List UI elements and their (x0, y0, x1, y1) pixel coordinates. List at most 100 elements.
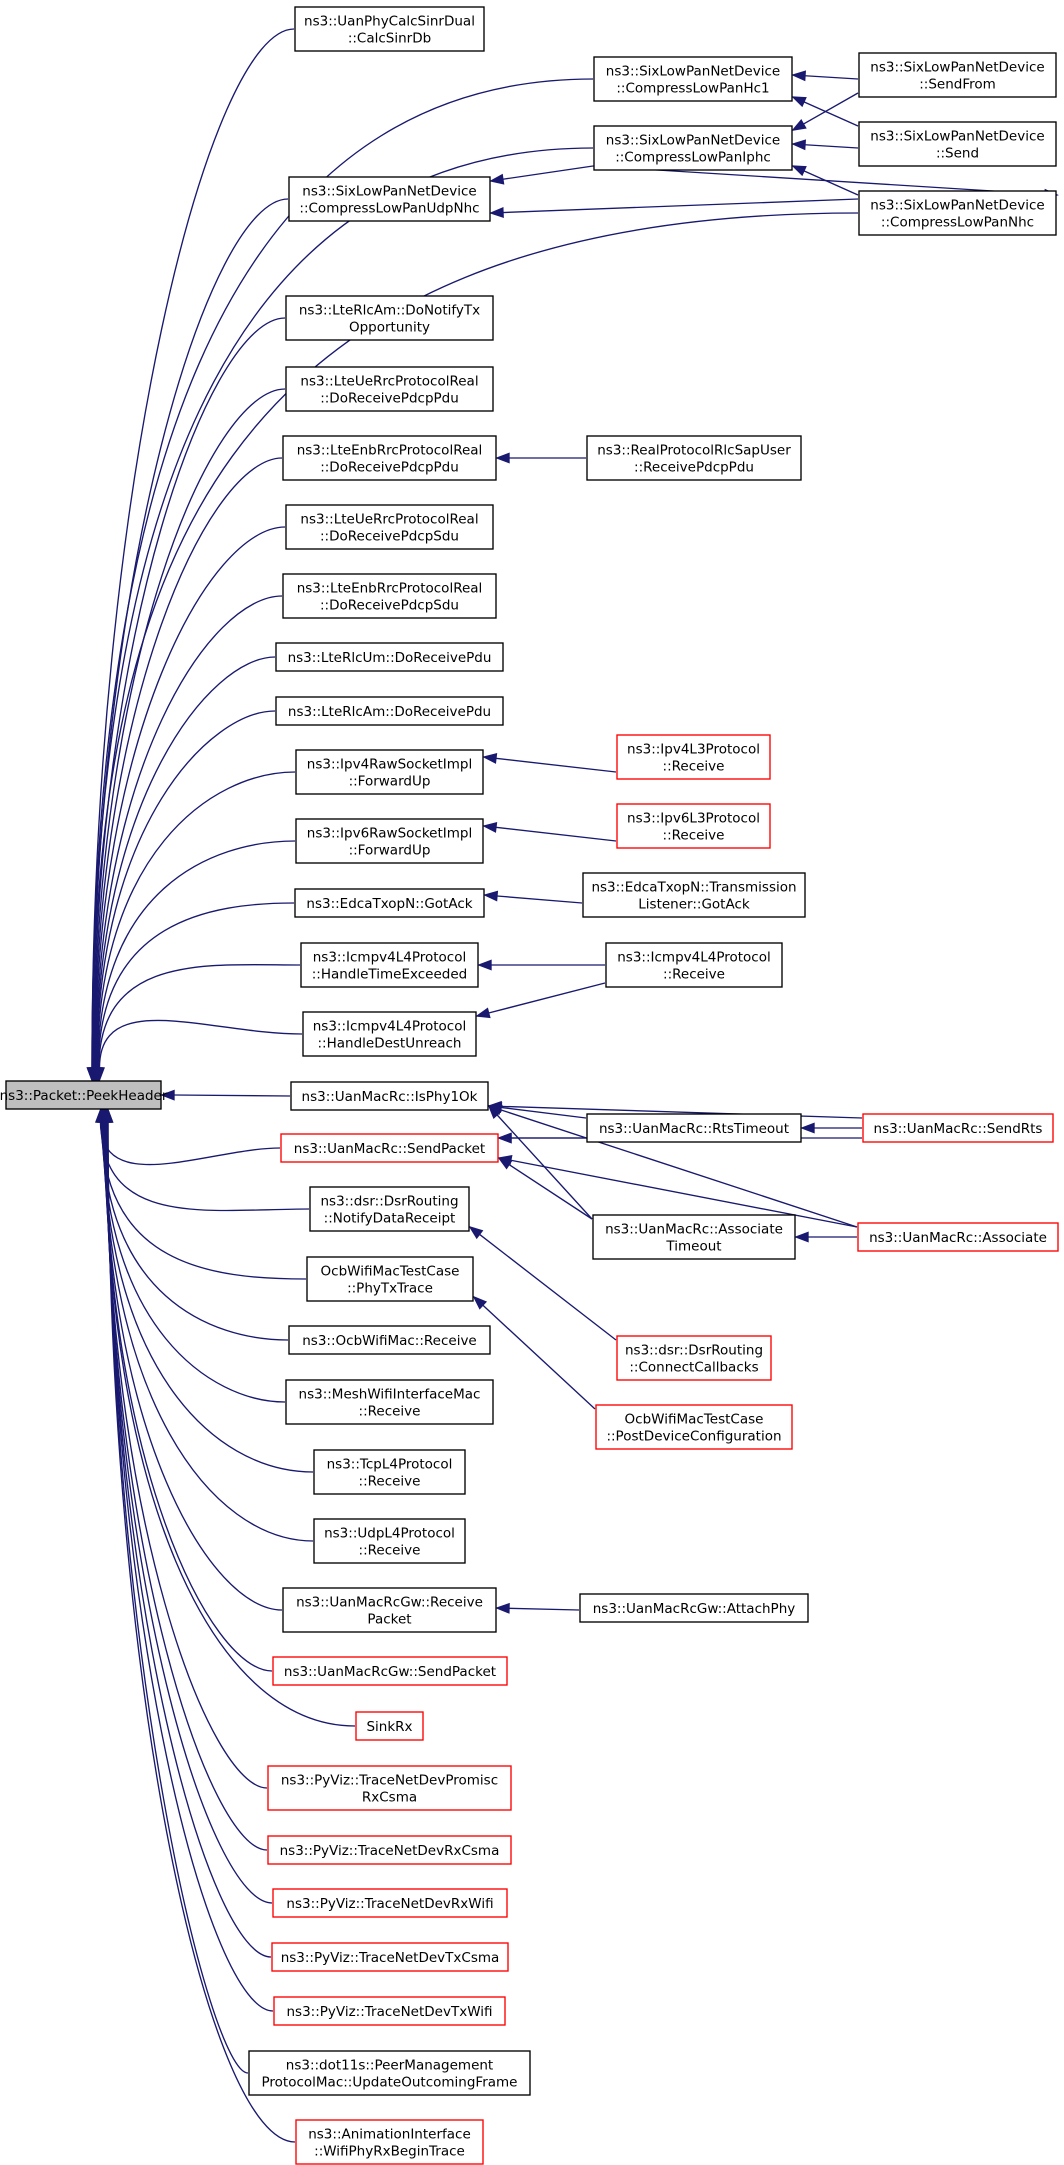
node-enbRecvPdcpPdu[interactable]: ns3::LteEnbRrcProtocolReal::DoReceivePdc… (282, 435, 497, 481)
node-box-ipv6Raw[interactable] (295, 818, 484, 864)
node-box-ueRecvPdcpSdu[interactable] (285, 504, 494, 550)
node-ipv4Raw[interactable]: ns3::Ipv4RawSocketImpl::ForwardUp (295, 749, 484, 795)
node-sinkRx[interactable]: SinkRx (355, 1711, 424, 1741)
node-box-gwReceivePacket[interactable] (282, 1587, 497, 1633)
node-ocbPostDevice[interactable]: OcbWifiMacTestCase::PostDeviceConfigurat… (595, 1404, 793, 1450)
node-box-enbRecvPdcpSdu[interactable] (282, 573, 497, 619)
node-box-calcSinr[interactable] (294, 6, 485, 52)
node-pyRxCsma[interactable]: ns3::PyViz::TraceNetDevRxCsma (267, 1835, 512, 1865)
node-udpReceive[interactable]: ns3::UdpL4Protocol::Receive (313, 1518, 466, 1564)
node-compressNhc[interactable]: ns3::SixLowPanNetDevice::CompressLowPanN… (858, 190, 1057, 236)
node-box-peerMgmt[interactable] (248, 2050, 531, 2096)
node-box-animWifi[interactable] (295, 2119, 484, 2165)
node-animWifi[interactable]: ns3::AnimationInterface::WifiPhyRxBeginT… (295, 2119, 484, 2165)
node-box-rlcAmRecv[interactable] (275, 696, 504, 726)
node-box-doNotifyTx[interactable] (285, 295, 494, 341)
node-gotAck[interactable]: ns3::EdcaTxopN::GotAck (294, 888, 485, 918)
node-txListenerGotAck[interactable]: ns3::EdcaTxopN::TransmissionListener::Go… (582, 872, 806, 918)
node-box-pyTxWifi[interactable] (273, 1996, 506, 2026)
node-box-pyRxWifi[interactable] (272, 1888, 508, 1918)
node-rtsTimeout[interactable]: ns3::UanMacRc::RtsTimeout (586, 1113, 802, 1143)
node-box-icmpDestUnreach[interactable] (302, 1011, 477, 1057)
node-compressHc1[interactable]: ns3::SixLowPanNetDevice::CompressLowPanH… (593, 56, 793, 102)
node-box-ueRecvPdcpPdu[interactable] (285, 366, 494, 412)
node-box-txListenerGotAck[interactable] (582, 872, 806, 918)
node-box-associate[interactable] (857, 1222, 1059, 1252)
node-box-pyRxCsma[interactable] (267, 1835, 512, 1865)
node-isPhy1Ok[interactable]: ns3::UanMacRc::IsPhy1Ok (290, 1081, 489, 1111)
node-box-gwAttachPhy[interactable] (579, 1593, 809, 1623)
node-ueRecvPdcpSdu[interactable]: ns3::LteUeRrcProtocolReal::DoReceivePdcp… (285, 504, 494, 550)
node-box-pyTxCsma[interactable] (271, 1942, 509, 1972)
node-box-icmpTimeExceeded[interactable] (300, 942, 479, 988)
node-root[interactable]: ns3::Packet::PeekHeader (0, 1080, 168, 1110)
node-sendFrom[interactable]: ns3::SixLowPanNetDevice::SendFrom (858, 52, 1057, 98)
node-box-sendRts[interactable] (862, 1113, 1054, 1143)
node-box-enbRecvPdcpPdu[interactable] (282, 435, 497, 481)
node-ocbReceive[interactable]: ns3::OcbWifiMac::Receive (288, 1325, 491, 1355)
node-send[interactable]: ns3::SixLowPanNetDevice::Send (858, 121, 1057, 167)
node-box-sendFrom[interactable] (858, 52, 1057, 98)
node-box-ipv4L3[interactable] (616, 734, 771, 780)
node-box-gwSendPacket[interactable] (272, 1656, 508, 1686)
node-sendRts[interactable]: ns3::UanMacRc::SendRts (862, 1113, 1054, 1143)
node-box-uanSendPacket[interactable] (280, 1133, 499, 1163)
node-box-ipv6L3[interactable] (616, 803, 771, 849)
node-enbRecvPdcpSdu[interactable]: ns3::LteEnbRrcProtocolReal::DoReceivePdc… (282, 573, 497, 619)
node-gwAttachPhy[interactable]: ns3::UanMacRcGw::AttachPhy (579, 1593, 809, 1623)
node-tcpReceive[interactable]: ns3::TcpL4Protocol::Receive (313, 1449, 466, 1495)
node-peerMgmt[interactable]: ns3::dot11s::PeerManagementProtocolMac::… (248, 2050, 531, 2096)
node-ipv6Raw[interactable]: ns3::Ipv6RawSocketImpl::ForwardUp (295, 818, 484, 864)
node-pyTxCsma[interactable]: ns3::PyViz::TraceNetDevTxCsma (271, 1942, 509, 1972)
node-box-compressUdpNhc[interactable] (288, 176, 491, 222)
node-realRlcSap[interactable]: ns3::RealProtocolRlcSapUser::ReceivePdcp… (586, 435, 802, 481)
node-box-dsrConnect[interactable] (616, 1335, 772, 1381)
node-box-rlcUmRecv[interactable] (275, 642, 504, 672)
node-box-dsrNotify[interactable] (309, 1186, 470, 1232)
node-box-gotAck[interactable] (294, 888, 485, 918)
node-box-compressNhc[interactable] (858, 190, 1057, 236)
node-box-assocTimeout[interactable] (592, 1214, 796, 1260)
node-box-icmpReceive[interactable] (605, 942, 783, 988)
node-icmpTimeExceeded[interactable]: ns3::Icmpv4L4Protocol::HandleTimeExceede… (300, 942, 479, 988)
node-box-rtsTimeout[interactable] (586, 1113, 802, 1143)
node-ueRecvPdcpPdu[interactable]: ns3::LteUeRrcProtocolReal::DoReceivePdcp… (285, 366, 494, 412)
node-ipv4L3[interactable]: ns3::Ipv4L3Protocol::Receive (616, 734, 771, 780)
node-box-realRlcSap[interactable] (586, 435, 802, 481)
node-dsrConnect[interactable]: ns3::dsr::DsrRouting::ConnectCallbacks (616, 1335, 772, 1381)
node-box-compressHc1[interactable] (593, 56, 793, 102)
node-box-root[interactable] (5, 1080, 162, 1110)
node-ipv6L3[interactable]: ns3::Ipv6L3Protocol::Receive (616, 803, 771, 849)
node-box-isPhy1Ok[interactable] (290, 1081, 489, 1111)
node-associate[interactable]: ns3::UanMacRc::Associate (857, 1222, 1059, 1252)
node-calcSinr[interactable]: ns3::UanPhyCalcSinrDual::CalcSinrDb (294, 6, 485, 52)
node-box-meshReceive[interactable] (285, 1379, 494, 1425)
node-box-pyPromisc[interactable] (267, 1765, 512, 1811)
node-icmpDestUnreach[interactable]: ns3::Icmpv4L4Protocol::HandleDestUnreach (302, 1011, 477, 1057)
node-rlcUmRecv[interactable]: ns3::LteRlcUm::DoReceivePdu (275, 642, 504, 672)
node-box-ipv4Raw[interactable] (295, 749, 484, 795)
node-box-ocbPostDevice[interactable] (595, 1404, 793, 1450)
node-box-ocbPhyTx[interactable] (306, 1256, 474, 1302)
node-pyRxWifi[interactable]: ns3::PyViz::TraceNetDevRxWifi (272, 1888, 508, 1918)
node-gwSendPacket[interactable]: ns3::UanMacRcGw::SendPacket (272, 1656, 508, 1686)
node-box-ocbReceive[interactable] (288, 1325, 491, 1355)
node-box-tcpReceive[interactable] (313, 1449, 466, 1495)
node-box-udpReceive[interactable] (313, 1518, 466, 1564)
node-box-compressIphc[interactable] (593, 125, 793, 171)
node-compressUdpNhc[interactable]: ns3::SixLowPanNetDevice::CompressLowPanU… (288, 176, 491, 222)
node-icmpReceive[interactable]: ns3::Icmpv4L4Protocol::Receive (605, 942, 783, 988)
node-rlcAmRecv[interactable]: ns3::LteRlcAm::DoReceivePdu (275, 696, 504, 726)
node-ocbPhyTx[interactable]: OcbWifiMacTestCase::PhyTxTrace (306, 1256, 474, 1302)
node-box-sinkRx[interactable] (355, 1711, 424, 1741)
node-dsrNotify[interactable]: ns3::dsr::DsrRouting::NotifyDataReceipt (309, 1186, 470, 1232)
node-pyTxWifi[interactable]: ns3::PyViz::TraceNetDevTxWifi (273, 1996, 506, 2026)
node-meshReceive[interactable]: ns3::MeshWifiInterfaceMac::Receive (285, 1379, 494, 1425)
node-box-send[interactable] (858, 121, 1057, 167)
node-compressIphc[interactable]: ns3::SixLowPanNetDevice::CompressLowPanI… (593, 125, 793, 171)
node-uanSendPacket[interactable]: ns3::UanMacRc::SendPacket (280, 1133, 499, 1163)
